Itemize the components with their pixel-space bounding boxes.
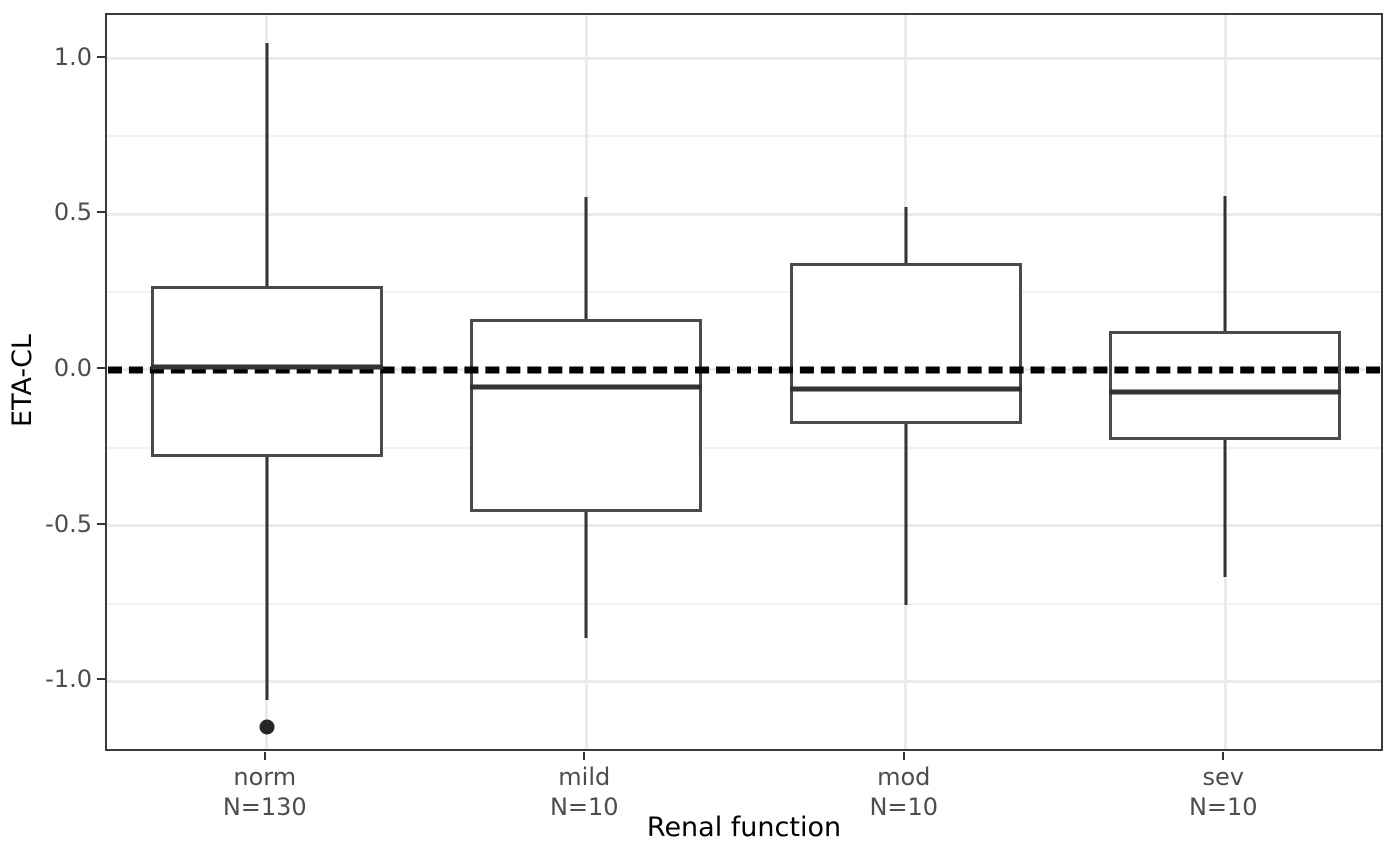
- median-line-sev: [1109, 389, 1342, 395]
- x-tick-category-label: norm: [233, 763, 297, 791]
- median-line-mild: [470, 384, 703, 390]
- y-tick-label: 1.0: [53, 42, 92, 71]
- whisker-upper: [904, 206, 908, 263]
- y-tick-label: -1.0: [45, 665, 92, 694]
- x-tick-count-label: N=130: [222, 793, 307, 821]
- x-tick-count-label: N=10: [1188, 793, 1258, 821]
- median-line-mod: [789, 386, 1022, 392]
- whisker-lower: [1223, 440, 1227, 578]
- y-tick-label: -0.5: [45, 509, 92, 538]
- whisker-upper: [1223, 195, 1227, 332]
- x-tick-count-label: N=10: [869, 793, 939, 821]
- gridline-minor-y: [107, 135, 1381, 138]
- whisker-lower: [904, 424, 908, 606]
- x-tick-category-label: mild: [558, 763, 611, 791]
- y-tick-mark: [97, 522, 105, 525]
- y-tick-label: 0.0: [53, 353, 92, 382]
- gridline-minor-y: [107, 291, 1381, 294]
- outlier-point: [259, 719, 275, 735]
- whisker-lower: [584, 511, 588, 638]
- x-tick-mark: [1222, 752, 1225, 760]
- y-tick-mark: [97, 55, 105, 58]
- y-tick-mark: [97, 678, 105, 681]
- whisker-lower: [265, 457, 269, 701]
- y-tick-label: 0.5: [53, 198, 92, 227]
- x-tick-category-label: sev: [1202, 763, 1244, 791]
- x-tick-mark: [902, 752, 905, 760]
- x-tick-category-label: mod: [877, 763, 931, 791]
- y-tick-mark: [97, 211, 105, 214]
- gridline-minor-y: [107, 446, 1381, 449]
- box-iqr-mild: [470, 318, 703, 512]
- gridline-major-y: [107, 212, 1381, 216]
- median-line-norm: [150, 364, 383, 370]
- gridline-major-y: [107, 679, 1381, 683]
- whisker-upper: [265, 43, 269, 286]
- x-tick-mark: [583, 752, 586, 760]
- x-tick-count-label: N=10: [549, 793, 619, 821]
- box-iqr-mod: [789, 262, 1022, 425]
- reference-line-zero: [107, 366, 1381, 374]
- gridline-major-y: [107, 57, 1381, 61]
- plot-panel: [105, 13, 1383, 751]
- gridline-minor-y: [107, 602, 1381, 605]
- gridline-major-y: [107, 524, 1381, 528]
- y-tick-mark: [97, 366, 105, 369]
- whisker-upper: [584, 197, 588, 319]
- box-iqr-sev: [1109, 331, 1342, 441]
- x-tick-mark: [263, 752, 266, 760]
- x-axis-title: Renal function: [646, 812, 842, 843]
